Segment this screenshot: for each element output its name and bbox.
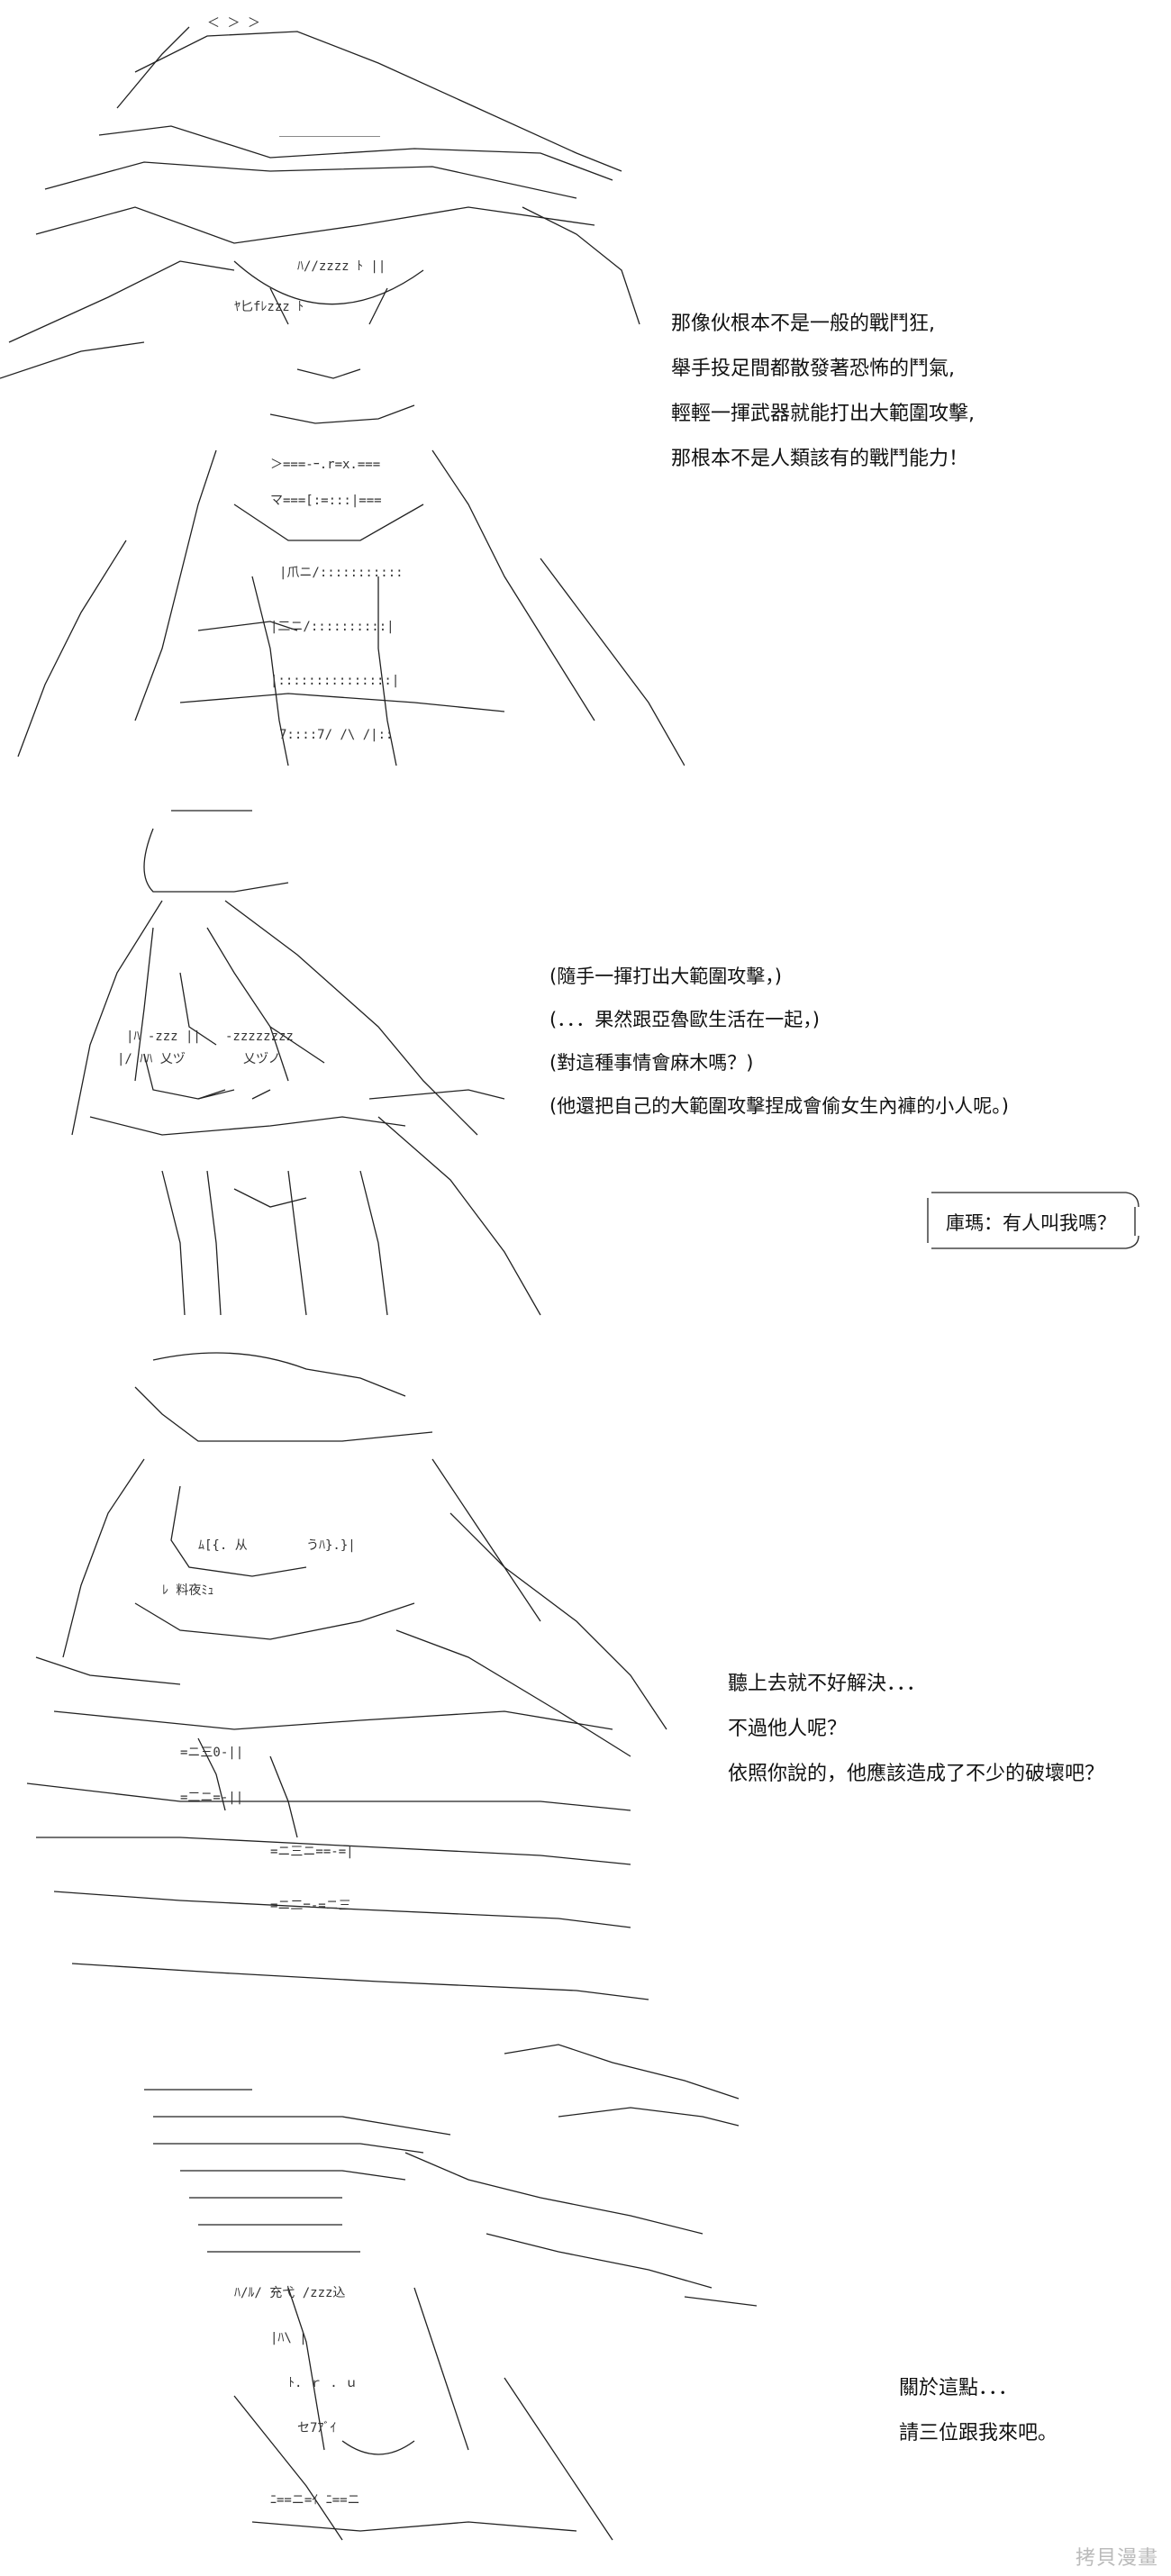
panel-2: |ﾊ -zzz || -zzzzzzzz 乂ヅノ |/ ﾊﾊ 乂ヅ (隨手一揮打…: [0, 793, 1171, 1333]
dialog-line: (．．．果然跟亞魯歐生活在一起，): [549, 1009, 820, 1030]
svg-text:=二ニ=-||: =二ニ=-||: [180, 1791, 243, 1805]
dialog-line: 關於這點．．．: [899, 2377, 1019, 2399]
svg-text:ﾊ//zzzz ﾄ ||: ﾊ//zzzz ﾄ ||: [297, 259, 386, 274]
svg-text:＿＿＿＿＿＿＿＿: ＿＿＿＿＿＿＿＿: [279, 124, 380, 139]
svg-text:ﾆ==ニ=ｲ ﾆ==ニ: ﾆ==ニ=ｲ ﾆ==ニ: [270, 2493, 360, 2508]
panel-3-dialog: 聽上去就不好解決．．． 不過他人呢？ 依照你說的，他應該造成了不少的破壞吧？: [728, 1662, 1104, 1797]
svg-text:マ===[:=:::|===: マ===[:=:::|===: [270, 494, 382, 508]
dialog-line: 聽上去就不好解決．．．: [728, 1673, 927, 1695]
ascii-art-girl-with-pigtails: ﾑ[{. 从 うﾊ}.}| ﾚ 料夜ﾐｭ =ニ三0-|| =二ニ=-|| =ニ三…: [26, 1352, 667, 2000]
dialog-line: 那根本不是人類該有的戰鬥能力！: [671, 448, 969, 470]
svg-text:|二ニ/::::::::::|: |二ニ/::::::::::|: [270, 620, 395, 634]
ascii-art-witch-with-hat: ＜ ＞ ＞ ＿＿＿＿＿＿＿＿ ﾊ//zzzz ﾄ || ﾔ匕fﾚzzz ﾄ ＞=…: [0, 16, 685, 766]
ascii-art-witch-bowing: ﾊ/ﾙ/ 充弋 /zzz込 |ﾊ\ | ﾄ. ｒ . ｕ セ7ｱﾞｲ ﾆ==ニ=…: [144, 2044, 758, 2541]
svg-text:=ニ三ニ==-=|: =ニ三ニ==-=|: [270, 1845, 354, 1859]
svg-text:ﾚ 料夜ﾐｭ: ﾚ 料夜ﾐｭ: [162, 1583, 213, 1598]
svg-text:|/ ﾊﾊ 乂ヅ: |/ ﾊﾊ 乂ヅ: [117, 1052, 186, 1066]
speech-bubble-outline: [927, 1192, 1139, 1249]
panel-1-dialog: 那像伙根本不是一般的戰鬥狂, 舉手投足間都散發著恐怖的鬥氣, 輕輕一揮武器就能打…: [671, 302, 975, 482]
svg-text:＞===-ｰ.r=x.===: ＞===-ｰ.r=x.===: [270, 458, 380, 472]
dialog-line: 不過他人呢？: [728, 1718, 848, 1740]
ascii-art-hooded-girl: |ﾊ -zzz || -zzzzzzzz 乂ヅノ |/ ﾊﾊ 乂ヅ: [71, 810, 541, 1316]
dialog-line: (對這種事情會麻木嗎？): [549, 1052, 754, 1074]
dialog-line: 舉手投足間都散發著恐怖的鬥氣,: [671, 358, 955, 380]
svg-text:ﾔ匕fﾚzzz ﾄ: ﾔ匕fﾚzzz ﾄ: [234, 300, 304, 314]
svg-text:=ニ二=-=ニ三: =ニ二=-=ニ三: [270, 1899, 351, 1913]
dialog-line: 那像伙根本不是一般的戰鬥狂,: [671, 313, 935, 335]
watermark: 拷貝漫畫: [1075, 2547, 1158, 2570]
svg-text:7::::7/ /\ /|::: 7::::7/ /\ /|::: [279, 728, 393, 742]
svg-text:|爪ニ/:::::::::::: |爪ニ/:::::::::::: [279, 566, 404, 580]
svg-text:=ニ三0-||: =ニ三0-||: [180, 1746, 243, 1760]
bubble-text: 庫瑪：有人叫我嗎？: [946, 1212, 1116, 1234]
svg-text:|ﾊ\ |: |ﾊ\ |: [270, 2331, 307, 2345]
svg-text:ﾄ. ｒ . ｕ: ﾄ. ｒ . ｕ: [288, 2376, 358, 2390]
svg-text:＜ ＞ ＞: ＜ ＞ ＞: [207, 16, 260, 31]
svg-text:|:::::::::::::::|: |:::::::::::::::|: [270, 674, 399, 688]
panel-4: ﾊ/ﾙ/ 充弋 /zzz込 |ﾊ\ | ﾄ. ｒ . ｕ セ7ｱﾞｲ ﾆ==ニ=…: [0, 2018, 1171, 2576]
panel-2-dialog: (隨手一揮打出大範圍攻擊，) (．．．果然跟亞魯歐生活在一起，) (對這種事情會…: [549, 955, 1009, 1128]
speech-bubble: 庫瑪：有人叫我嗎？: [919, 1180, 1144, 1261]
dialog-line: 輕輕一揮武器就能打出大範圍攻擊,: [671, 403, 975, 425]
panel-1: ＜ ＞ ＞ ＿＿＿＿＿＿＿＿ ﾊ//zzzz ﾄ || ﾔ匕fﾚzzz ﾄ ＞=…: [0, 0, 1171, 793]
dialog-line: (隨手一揮打出大範圍攻擊，): [549, 966, 782, 987]
svg-text:セ7ｱﾞｲ: セ7ｱﾞｲ: [297, 2421, 336, 2435]
svg-text:|ﾊ -zzz ||: |ﾊ -zzz ||: [126, 1029, 201, 1044]
dialog-line: (他還把自己的大範圍攻擊捏成會偷女生內褲的小人呢。): [549, 1095, 1009, 1117]
svg-text:乂ヅノ: 乂ヅノ: [243, 1052, 281, 1066]
panel-4-dialog: 關於這點．．． 請三位跟我來吧。: [899, 2366, 1058, 2456]
svg-text:ﾊ/ﾙ/ 充弋 /zzz込: ﾊ/ﾙ/ 充弋 /zzz込: [234, 2286, 345, 2300]
dialog-line: 依照你說的，他應該造成了不少的破壞吧？: [728, 1763, 1105, 1785]
svg-text:うﾊ}.}|: うﾊ}.}|: [306, 1538, 356, 1553]
svg-text:ﾑ[{. 从: ﾑ[{. 从: [198, 1538, 248, 1553]
svg-text:-zzzzzzzz: -zzzzzzzz: [225, 1029, 294, 1044]
dialog-line: 請三位跟我來吧。: [899, 2422, 1058, 2444]
panel-3: ﾑ[{. 从 うﾊ}.}| ﾚ 料夜ﾐｭ =ニ三0-|| =二ニ=-|| =ニ三…: [0, 1333, 1171, 2018]
